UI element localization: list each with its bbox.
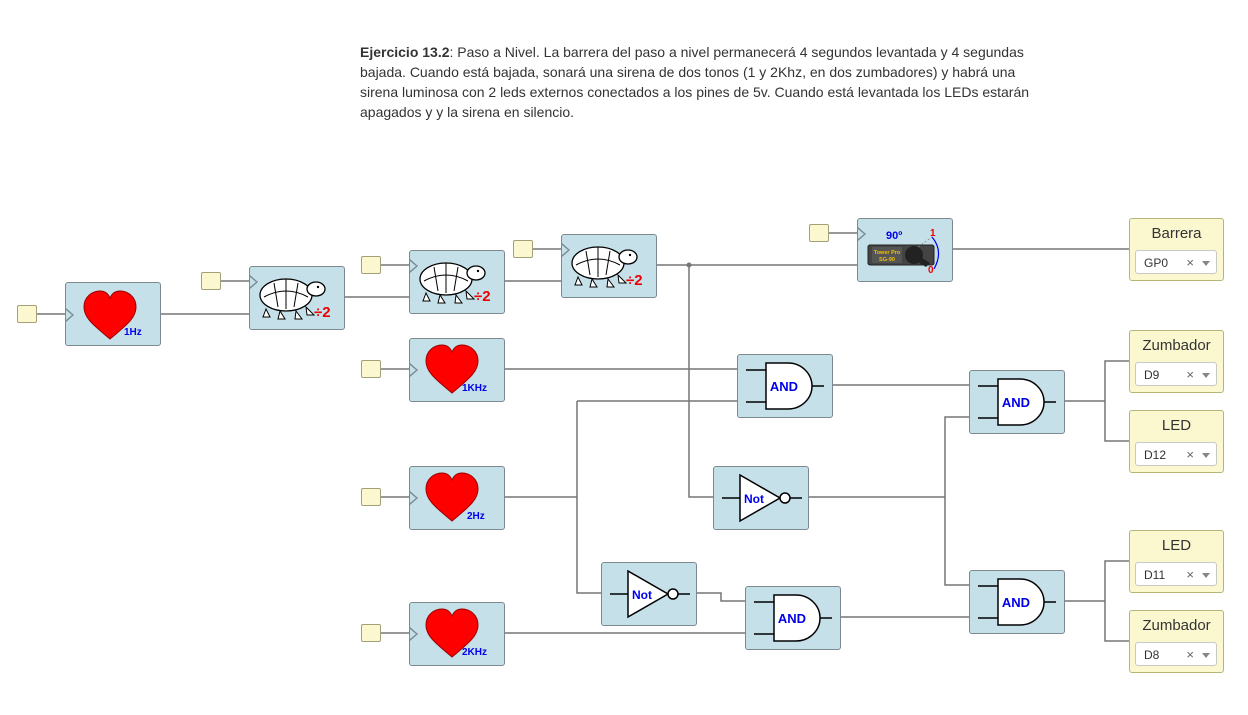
divider-label: ÷2	[314, 304, 331, 321]
chevron-down-icon[interactable]	[1202, 261, 1210, 266]
clock-2khz-block[interactable]: 2KHz	[409, 602, 505, 666]
gate-label: AND	[770, 379, 798, 394]
output-zumbador-1: Zumbador D9 ×	[1129, 330, 1224, 393]
input-connector[interactable]	[361, 624, 381, 642]
clear-icon[interactable]: ×	[1186, 367, 1194, 382]
servo-min: 0	[928, 265, 934, 276]
chevron-down-icon[interactable]	[1202, 453, 1210, 458]
divider-label: ÷2	[626, 272, 643, 289]
clock-1khz-block[interactable]: 1KHz	[409, 338, 505, 402]
clear-icon[interactable]: ×	[1186, 447, 1194, 462]
and-gate-icon: AND	[754, 594, 832, 642]
clear-icon[interactable]: ×	[1186, 255, 1194, 270]
clock-2hz-block[interactable]: 2Hz	[409, 466, 505, 530]
and-gate-icon: AND	[746, 362, 824, 410]
not-gate-1[interactable]: Not	[713, 466, 809, 530]
turtle-icon: ÷2	[259, 278, 331, 321]
pin-value: D11	[1144, 568, 1166, 582]
heart-icon	[425, 344, 479, 394]
clock-label: 1KHz	[462, 383, 487, 394]
and-gate-1[interactable]: AND	[737, 354, 833, 418]
gate-label: AND	[1002, 595, 1030, 610]
clock-1hz-block[interactable]: 1Hz	[65, 282, 161, 346]
and-gate-2[interactable]: AND	[969, 370, 1065, 434]
output-label: LED	[1161, 537, 1192, 554]
gate-label: AND	[1002, 395, 1030, 410]
and-gate-4[interactable]: AND	[745, 586, 841, 650]
clock-label: 2Hz	[467, 511, 485, 522]
input-connector[interactable]	[361, 360, 381, 378]
servo-brand: Tower Pro	[874, 250, 901, 256]
servo-max: 1	[930, 228, 936, 239]
input-connector[interactable]	[513, 240, 533, 258]
output-led-2: LED D11 ×	[1129, 530, 1224, 593]
input-connector[interactable]	[201, 272, 221, 290]
pin-value: D12	[1144, 448, 1167, 462]
output-label: Barrera	[1151, 225, 1202, 242]
divider-block-2[interactable]: ÷2	[409, 250, 505, 314]
turtle-icon: ÷2	[571, 246, 643, 289]
output-label: LED	[1161, 417, 1192, 434]
output-led-1: LED D12 ×	[1129, 410, 1224, 473]
exercise-text: : Paso a Nivel. La barrera del paso a ni…	[360, 44, 1030, 120]
clock-label: 1Hz	[124, 327, 142, 338]
output-barrera: Barrera GP0 ×	[1129, 218, 1224, 281]
pin-select[interactable]: D8 ×	[1135, 642, 1217, 666]
exercise-title: Ejercicio 13.2	[360, 44, 450, 60]
servo-icon: 90º Tower Pro SG-90 1 0	[867, 228, 940, 276]
pin-select[interactable]: D9 ×	[1135, 362, 1217, 386]
pin-value: GP0	[1144, 256, 1169, 270]
heart-icon	[425, 608, 479, 658]
heart-icon	[83, 290, 137, 340]
exercise-description: Ejercicio 13.2: Paso a Nivel. La barrera…	[360, 42, 1050, 122]
clock-label: 2KHz	[462, 647, 487, 658]
input-connector[interactable]	[809, 224, 829, 242]
not-gate-icon: Not	[722, 473, 802, 523]
output-label: Zumbador	[1142, 337, 1211, 354]
input-connector[interactable]	[361, 488, 381, 506]
output-label: Zumbador	[1142, 617, 1211, 634]
gate-label: Not	[632, 588, 652, 602]
pin-select[interactable]: GP0 ×	[1135, 250, 1217, 274]
chevron-down-icon[interactable]	[1202, 573, 1210, 578]
divider-block-3[interactable]: ÷2	[561, 234, 657, 298]
not-gate-icon: Not	[610, 569, 690, 619]
chevron-down-icon[interactable]	[1202, 653, 1210, 658]
servo-angle: 90º	[886, 230, 902, 242]
servo-model: SG-90	[879, 257, 895, 263]
pin-value: D9	[1144, 368, 1160, 382]
gate-label: AND	[778, 611, 806, 626]
not-gate-2[interactable]: Not	[601, 562, 697, 626]
output-zumbador-2: Zumbador D8 ×	[1129, 610, 1224, 673]
gate-label: Not	[744, 492, 764, 506]
divider-label: ÷2	[474, 288, 491, 305]
pin-select[interactable]: D12 ×	[1135, 442, 1217, 466]
pin-select[interactable]: D11 ×	[1135, 562, 1217, 586]
pin-value: D8	[1144, 648, 1160, 662]
input-connector[interactable]	[361, 256, 381, 274]
and-gate-icon: AND	[978, 378, 1056, 426]
input-connector[interactable]	[17, 305, 37, 323]
chevron-down-icon[interactable]	[1202, 373, 1210, 378]
servo-block[interactable]: 90º Tower Pro SG-90 1 0	[857, 218, 953, 282]
and-gate-3[interactable]: AND	[969, 570, 1065, 634]
divider-block-1[interactable]: ÷2	[249, 266, 345, 330]
clear-icon[interactable]: ×	[1186, 567, 1194, 582]
clear-icon[interactable]: ×	[1186, 647, 1194, 662]
turtle-icon: ÷2	[419, 262, 491, 305]
heart-icon	[425, 472, 479, 522]
and-gate-icon: AND	[978, 578, 1056, 626]
